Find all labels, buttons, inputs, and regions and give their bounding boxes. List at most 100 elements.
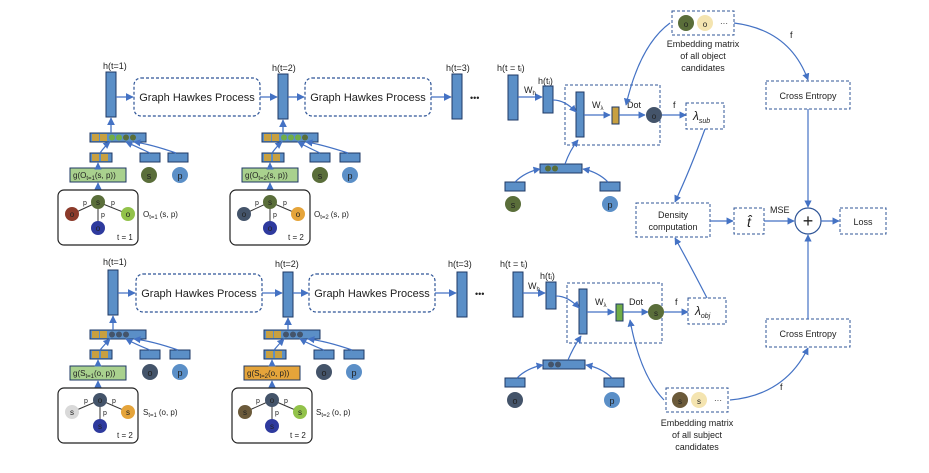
- bottom-ghp-label-2: Graph Hawkes Process: [314, 288, 430, 300]
- top-p-input-vector: [599, 181, 621, 192]
- bottom-graph1-s-node-blue: [93, 419, 107, 433]
- top-p-node-2: [342, 167, 358, 183]
- sum-operator-label: +: [803, 211, 814, 231]
- bottom-o-input-node: [507, 392, 523, 408]
- svg-text:p: p: [607, 200, 612, 210]
- svg-text:s: s: [697, 397, 701, 406]
- bottom-emb-caption-3: candidates: [675, 442, 719, 452]
- bottom-embedding-matrix: [665, 387, 729, 413]
- top-hidden-vector-3: [451, 73, 463, 120]
- bottom-lambda-box: [687, 297, 727, 325]
- top-emb-o-node-2: [697, 15, 713, 31]
- bottom-hidden-vector-proj: [545, 281, 557, 310]
- svg-text:o: o: [270, 396, 275, 405]
- svg-text:o: o: [147, 368, 152, 378]
- bottom-lambda-label: λobj: [694, 304, 711, 320]
- top-dot-result-node: [646, 107, 662, 123]
- top-lambda-label: λsub: [692, 109, 710, 125]
- density-label-2: computation: [648, 222, 697, 232]
- top-f-label: f: [673, 100, 676, 110]
- bottom-p-vector-2: [343, 349, 365, 360]
- svg-text:p: p: [101, 212, 105, 219]
- svg-text:s: s: [678, 397, 682, 406]
- top-ghp-box-1: [133, 77, 261, 117]
- bottom-emb-s-node-2: [691, 392, 707, 408]
- svg-text:s: s: [96, 198, 100, 207]
- cross-entropy-top-box: [765, 80, 851, 110]
- bottom-wlambda-vector: [615, 303, 624, 322]
- bottom-ghp-box-2: [308, 273, 436, 313]
- top-graph-box-2: [229, 189, 311, 246]
- top-sp-concat-vector: [539, 163, 583, 174]
- bottom-p-input-vector: [603, 377, 625, 388]
- top-graph2-o-node-orange: [291, 207, 305, 221]
- top-emb-caption-2: of all object: [680, 51, 726, 61]
- top-h-label-1: h(t=1): [103, 61, 127, 71]
- bottom-graph2-caption: St=2(o, p): [316, 408, 351, 419]
- cross-entropy-bottom-label: Cross Entropy: [779, 329, 837, 339]
- top-concat-column: [575, 91, 585, 138]
- bottom-p-node-2: [346, 364, 362, 380]
- top-emb-caption-3: candidates: [681, 63, 725, 73]
- svg-text:p: p: [273, 212, 277, 219]
- bottom-emb-caption-2: of all subject: [672, 430, 723, 440]
- svg-text:···: ···: [714, 396, 722, 405]
- f-label-bottom: f: [780, 382, 783, 392]
- bottom-emb-caption-1: Embedding matrix: [661, 418, 734, 428]
- svg-text:o: o: [684, 20, 689, 29]
- svg-text:s: s: [98, 422, 102, 431]
- bottom-concat-vector-2: [263, 329, 321, 340]
- svg-text:o: o: [98, 396, 103, 405]
- top-s-vector-1: [139, 152, 161, 163]
- density-computation-box: [635, 202, 711, 238]
- top-s-node-2: [312, 167, 328, 183]
- svg-text:p: p: [255, 200, 259, 207]
- svg-text:p: p: [83, 200, 87, 207]
- bottom-graph2-o-node: [265, 393, 279, 407]
- top-emb-caption-1: Embedding matrix: [667, 39, 740, 49]
- top-graph-box-1: [57, 189, 139, 246]
- svg-text:p: p: [609, 396, 614, 406]
- top-hidden-vector-ti: [507, 74, 519, 121]
- bottom-branch: h(t=1) h(t=2) h(t=3) h(t = tᵢ) h(tᵢ) Gra…: [57, 257, 734, 452]
- bottom-o-vector-2: [313, 349, 335, 360]
- bottom-ellipsis: •••: [475, 289, 484, 299]
- top-p-node-1: [172, 167, 188, 183]
- top-graph1-caption: Ot=1(s, p): [143, 210, 178, 221]
- top-graph2-time: t = 2: [288, 233, 304, 242]
- bottom-h-label-1: h(t=1): [103, 257, 127, 267]
- bottom-graph1-s-node-orange: [121, 405, 135, 419]
- top-hidden-vector-proj: [542, 85, 554, 114]
- top-s-input-vector: [504, 181, 526, 192]
- bottom-hidden-vector-3: [456, 271, 468, 318]
- top-branch: h(t=1) h(t=2) h(t=3) h(t = tᵢ) h(tᵢ) Gra…: [57, 10, 740, 246]
- bottom-op-concat-vector: [542, 359, 586, 370]
- bottom-h-label-2: h(t=2): [275, 259, 299, 269]
- svg-text:p: p: [347, 171, 352, 181]
- bottom-ghp-box-1: [135, 273, 263, 313]
- bottom-graph2-time: t = 2: [290, 431, 306, 440]
- bottom-concat-column: [578, 288, 588, 335]
- bottom-h-ti-label: h(tᵢ): [540, 271, 555, 281]
- svg-text:o: o: [296, 210, 301, 219]
- bottom-o-node-2: [316, 364, 332, 380]
- bottom-graph1-s-node-gray: [65, 405, 79, 419]
- svg-text:p: p: [84, 398, 88, 405]
- top-s-node-1: [141, 167, 157, 183]
- top-ghp-label-1: Graph Hawkes Process: [139, 92, 255, 104]
- top-concat-vector-2: [261, 132, 319, 143]
- svg-text:s: s: [147, 171, 152, 181]
- bottom-h-label-ti: h(t = tᵢ): [500, 259, 528, 269]
- svg-text:o: o: [242, 210, 247, 219]
- bottom-wh-label: Wh: [528, 281, 540, 293]
- top-hidden-vector-2: [277, 73, 289, 120]
- top-agg-vector-1: [89, 152, 113, 163]
- top-graph2-caption: Ot=2(s, p): [314, 210, 349, 221]
- bottom-graph2-s-node-brown: [238, 405, 252, 419]
- svg-text:p: p: [177, 368, 182, 378]
- svg-text:···: ···: [720, 19, 728, 28]
- top-graph1-s-node: [91, 195, 105, 209]
- svg-text:p: p: [103, 410, 107, 417]
- svg-text:s: s: [511, 200, 516, 210]
